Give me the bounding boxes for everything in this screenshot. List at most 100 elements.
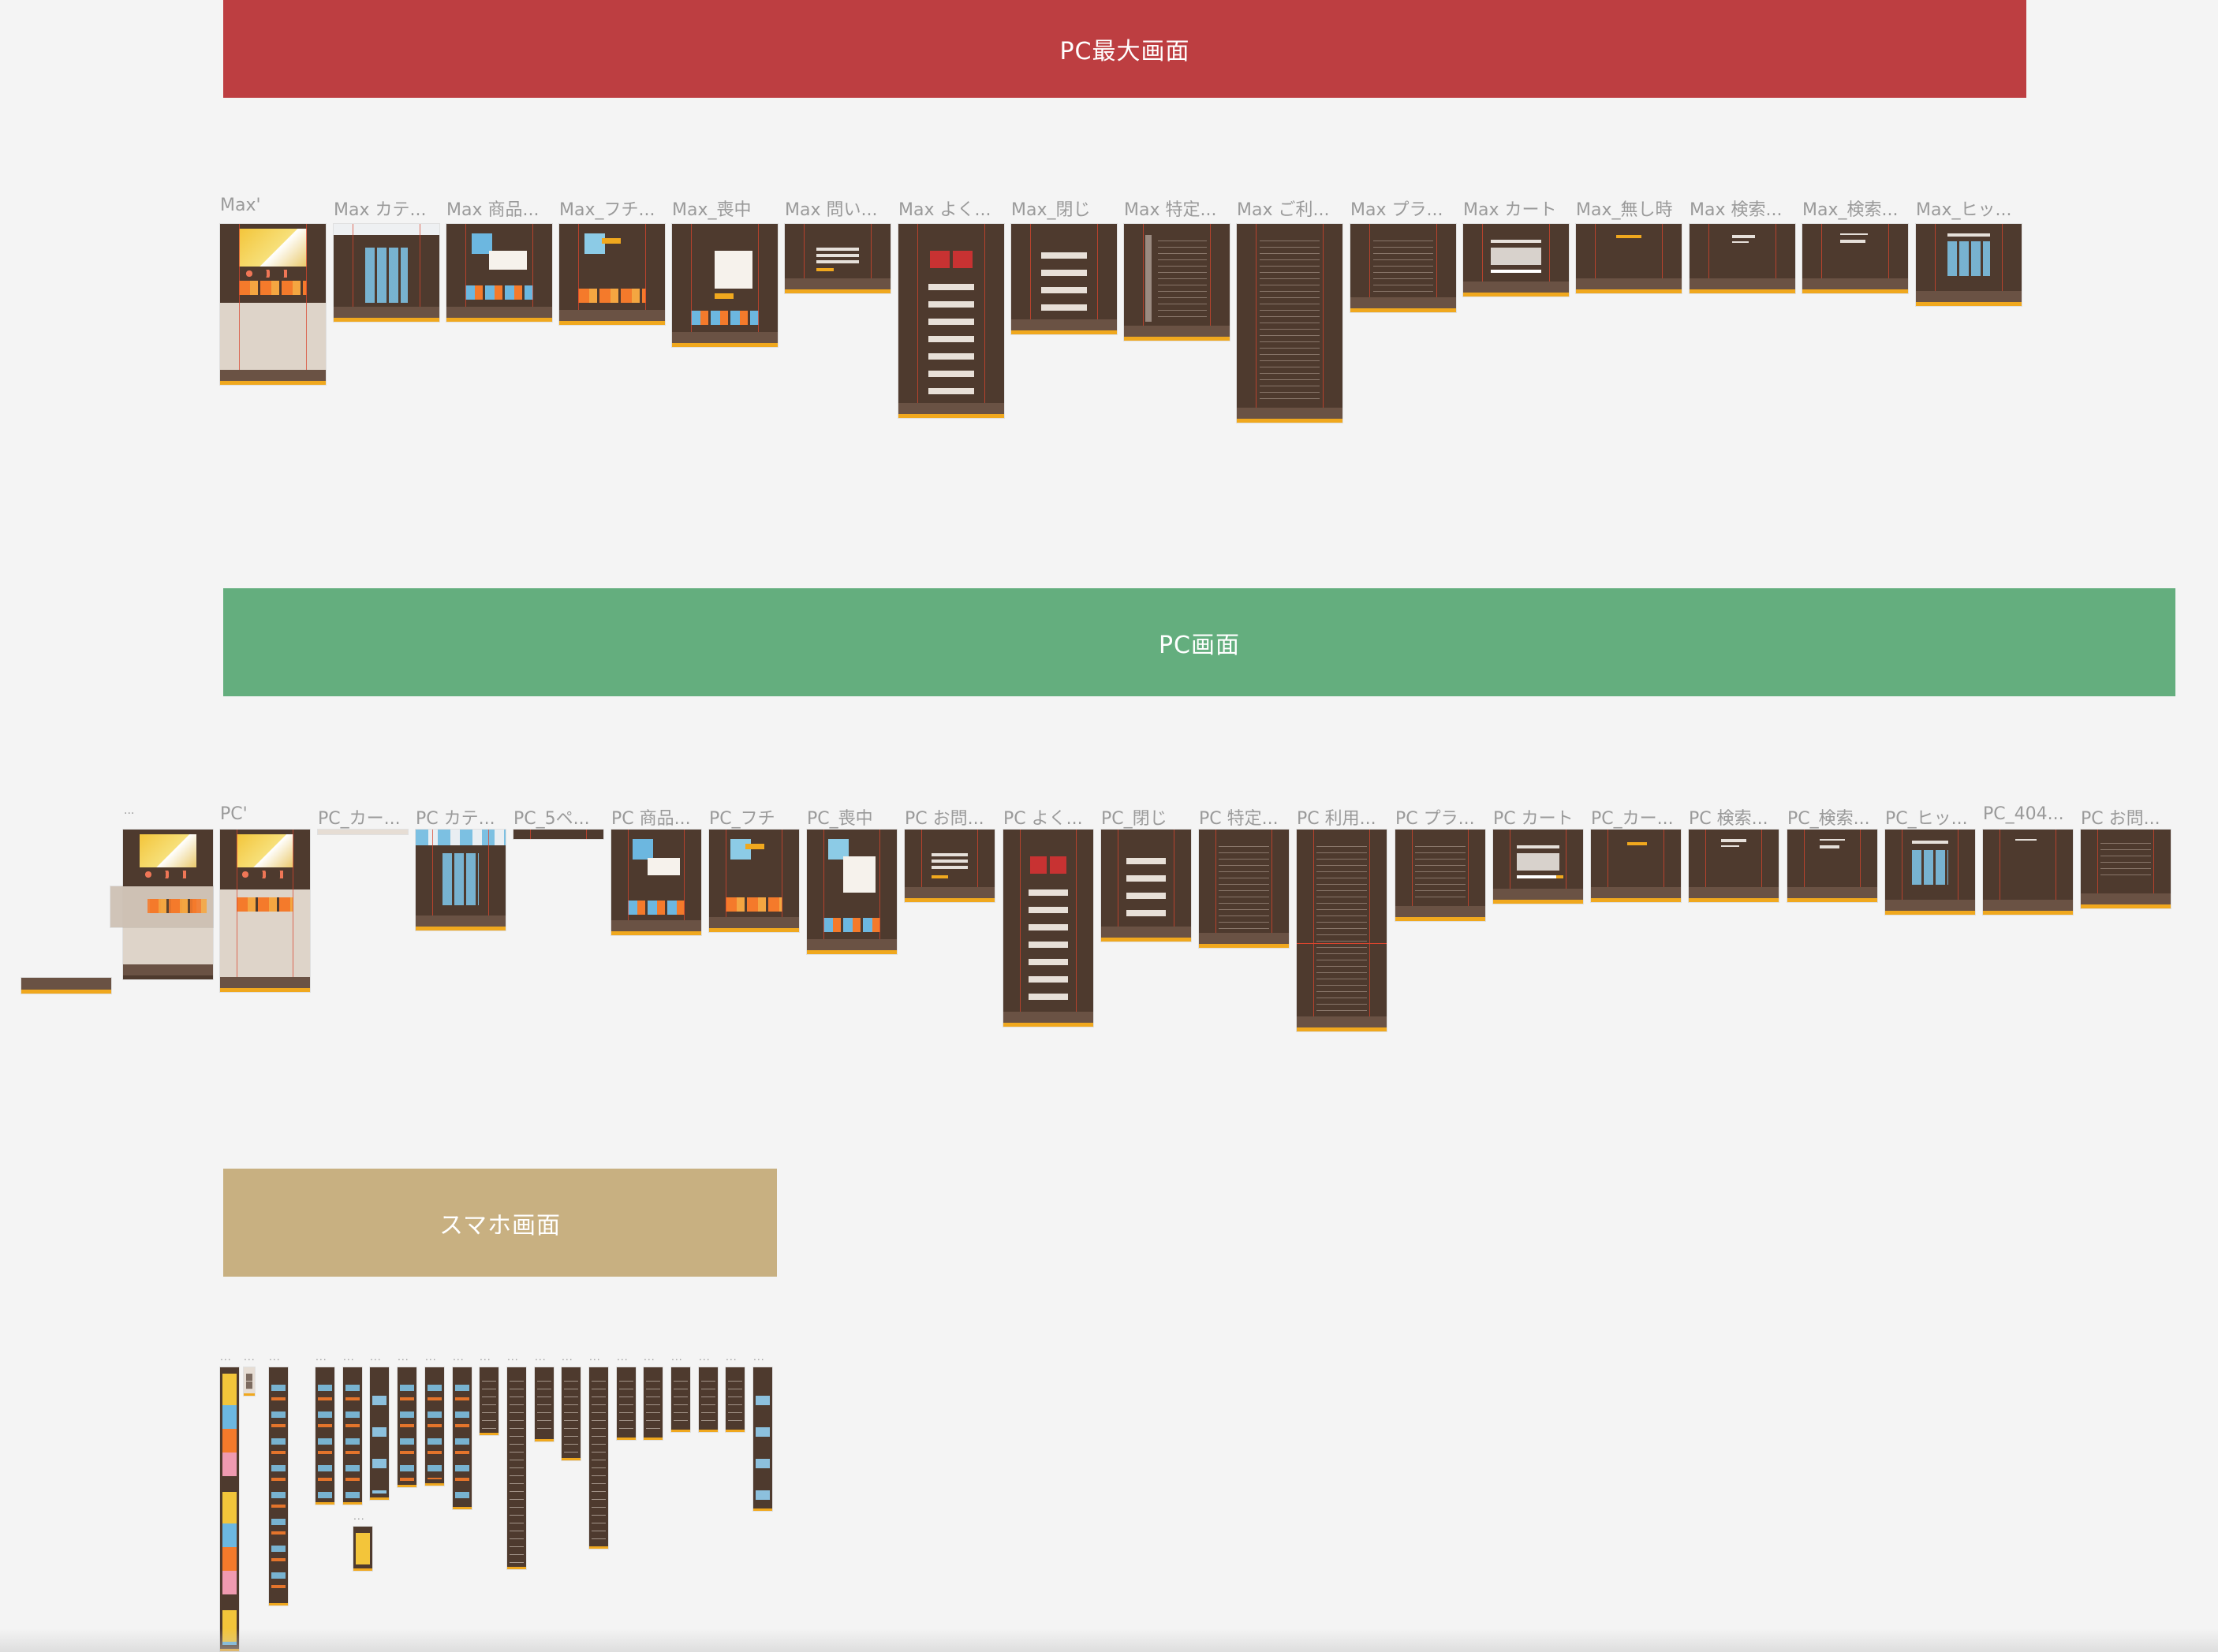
sp-frame-label[interactable]: ... [535,1350,547,1363]
sp-frame-label[interactable]: ... [699,1350,711,1363]
frame-pc-inquiry[interactable] [905,830,995,902]
sp-frame-12[interactable] [535,1367,554,1441]
sp-frame-label[interactable]: ... [370,1350,382,1363]
sp-frame-label[interactable]: ... [343,1350,355,1363]
sp-frame-19[interactable] [726,1367,745,1432]
sp-frame-label[interactable]: ... [220,1350,232,1363]
frame-label[interactable]: PC_閉じ [1101,809,1167,829]
frame-max-top[interactable] [220,224,326,385]
frame-label[interactable]: PC_フチ [709,809,775,829]
sp-frame-label[interactable]: ... [316,1350,327,1363]
sp-frame-4[interactable] [316,1367,334,1505]
frame-label[interactable]: PC_ヒッ... [1885,809,1968,829]
sp-frame-label[interactable]: ... [244,1350,256,1363]
sp-frame-label[interactable]: ... [269,1350,281,1363]
sp-frame-21[interactable] [353,1527,372,1571]
sp-frame-6[interactable] [370,1367,389,1500]
frame-label[interactable]: ... [124,804,135,817]
frame-label[interactable]: PC カテ... [416,809,495,829]
sp-frame-5[interactable] [343,1367,362,1505]
frame-pc-riyou[interactable] [1297,830,1387,1031]
sp-frame-label[interactable]: ... [617,1350,629,1363]
frame-max-inquiry[interactable] [785,224,891,293]
section-banner-sp[interactable]: スマホ画面 [223,1169,777,1277]
sp-frame-1[interactable] [220,1367,239,1651]
frame-label[interactable]: PC_検索... [1787,809,1870,829]
sp-frame-3[interactable] [269,1367,288,1605]
frame-pc-cart[interactable] [1493,830,1583,904]
sp-frame-label[interactable]: ... [753,1350,765,1363]
sp-frame-20[interactable] [753,1367,772,1511]
frame-max-search[interactable] [1690,224,1795,293]
sp-frame-label[interactable]: ... [480,1350,491,1363]
frame-pc-hit[interactable] [1885,830,1975,915]
frame-label[interactable]: Max_喪中 [672,200,752,220]
frame-max-fuchi[interactable] [559,224,665,325]
sp-frame-17[interactable] [671,1367,690,1432]
frame-label[interactable]: PC 商品... [611,809,691,829]
frame-pc-search[interactable] [1689,830,1779,902]
frame-label[interactable]: PC 利用... [1297,809,1376,829]
section-banner-pc[interactable]: PC画面 [223,588,2175,696]
frame-label[interactable]: PC カート [1493,809,1574,829]
frame-pc-overlay-strip[interactable] [110,886,213,927]
frame-max-cart[interactable] [1463,224,1569,296]
frame-label[interactable]: Max よく... [898,200,991,220]
frame-label[interactable]: Max カート [1463,200,1557,220]
frame-label[interactable]: PC_カー... [318,809,401,829]
sp-frame-11[interactable] [507,1367,526,1569]
frame-label[interactable]: PC 検索... [1689,809,1768,829]
frame-label[interactable]: Max_検索... [1802,200,1899,220]
frame-label[interactable]: PC お問... [2081,809,2160,829]
frame-label[interactable]: Max 商品... [446,200,540,220]
frame-label[interactable]: PC よく... [1003,809,1083,829]
sp-frame-14[interactable] [589,1367,608,1549]
frame-pc-faq[interactable] [1003,830,1093,1027]
frame-label[interactable]: PC' [220,804,248,824]
sp-frame-7[interactable] [398,1367,416,1487]
sp-frame-16[interactable] [644,1367,663,1440]
frame-max-faq[interactable] [898,224,1004,418]
sp-frame-label[interactable]: ... [562,1350,573,1363]
frame-pc-search-none[interactable] [1787,830,1877,902]
frame-pc-404[interactable] [1983,830,2073,915]
sp-frame-label[interactable]: ... [353,1509,365,1522]
frame-label[interactable]: PC_404... [1983,804,2064,824]
frame-max-category[interactable] [334,224,439,322]
sp-frame-15[interactable] [617,1367,636,1440]
sp-frame-label[interactable]: ... [644,1350,655,1363]
frame-label[interactable]: PC_カー... [1591,809,1674,829]
frame-label[interactable]: Max 特定... [1124,200,1217,220]
frame-pc-inquiry-2[interactable] [2081,830,2171,908]
frame-max-search-none[interactable] [1802,224,1908,293]
frame-pc-category[interactable] [416,830,506,930]
frame-label[interactable]: PC 特定... [1199,809,1279,829]
sp-frame-label[interactable]: ... [425,1350,437,1363]
frame-max-product[interactable] [446,224,552,322]
frame-label[interactable]: PC お問... [905,809,984,829]
frame-label[interactable]: Max カテ... [334,200,427,220]
frame-pc-top[interactable] [220,830,310,992]
frame-pc-mochu[interactable] [807,830,897,954]
frame-label[interactable]: Max 検索... [1690,200,1783,220]
frame-max-riyou[interactable] [1237,224,1342,423]
sp-frame-8[interactable] [425,1367,444,1486]
frame-pc-fuchi[interactable] [709,830,799,932]
sp-frame-label[interactable]: ... [507,1350,519,1363]
frame-pc-tokutei[interactable] [1199,830,1289,948]
frame-label[interactable]: Max_フチ... [559,200,655,220]
section-banner-max[interactable]: PC最大画面 [223,0,2026,98]
sp-frame-2[interactable] [244,1367,255,1396]
sp-frame-9[interactable] [453,1367,472,1509]
sp-frame-label[interactable]: ... [589,1350,601,1363]
sp-frame-10[interactable] [480,1367,498,1435]
frame-label[interactable]: PC_喪中 [807,809,873,829]
frame-pc-privacy[interactable] [1395,830,1485,921]
frame-pc-closed[interactable] [1101,830,1191,942]
sp-frame-label[interactable]: ... [398,1350,409,1363]
sp-frame-18[interactable] [699,1367,718,1432]
frame-label[interactable]: Max プラ... [1350,200,1443,220]
frame-pc-small-left[interactable] [21,978,111,994]
frame-label[interactable]: Max ご利... [1237,200,1330,220]
frame-label[interactable]: Max_閉じ [1011,200,1091,220]
